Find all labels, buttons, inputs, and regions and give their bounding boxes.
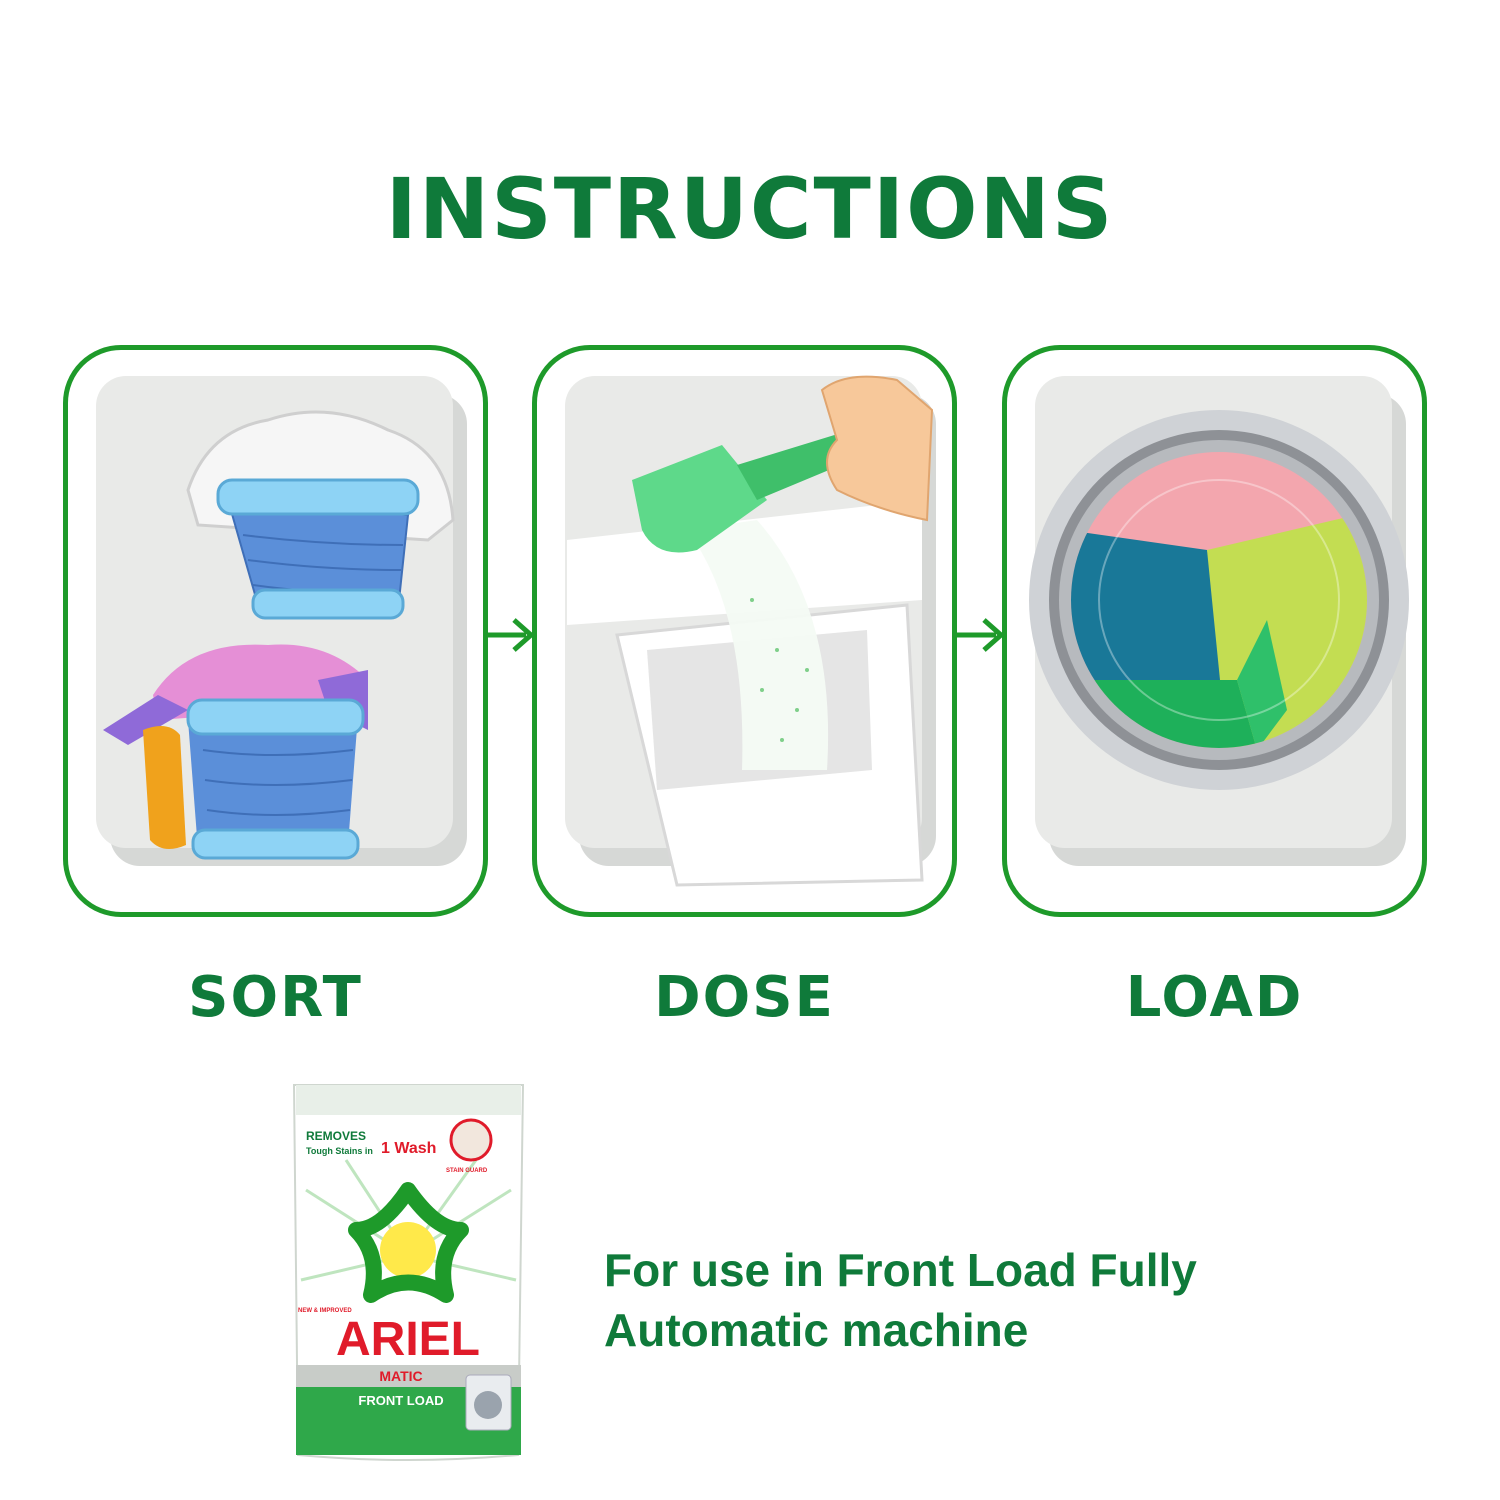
pack-claim-highlight: 1 Wash (381, 1140, 436, 1157)
arrow-right-icon (956, 618, 1005, 652)
pack-tag: NEW & IMPROVED (298, 1308, 352, 1314)
usage-note-line2: Automatic machine (604, 1304, 1029, 1356)
page-title: INSTRUCTIONS (385, 160, 1115, 258)
brand-logo-icon (348, 1182, 469, 1303)
pack-variant: MATIC (379, 1368, 422, 1384)
step-sort-panel (63, 345, 488, 917)
step-label-dose: DOSE (654, 965, 835, 1030)
arrow-right-icon (486, 618, 535, 652)
laundry-basket-icon (103, 410, 455, 860)
pack-type: FRONT LOAD (358, 1393, 443, 1408)
step-load-panel (1002, 345, 1427, 917)
step-dose-panel (532, 345, 957, 917)
usage-note: For use in Front Load Fully Automatic ma… (604, 1240, 1464, 1360)
pack-claim-line2: Tough Stains in (306, 1146, 373, 1156)
pack-badge: STAIN GUARD (446, 1168, 488, 1174)
detergent-scoop-icon (567, 375, 934, 887)
pack-claim-line1: REMOVES (306, 1129, 366, 1143)
washing-machine-drum-icon (1029, 410, 1409, 790)
step-label-load: LOAD (1125, 965, 1304, 1030)
pack-brand: ARIEL (336, 1313, 480, 1366)
usage-note-line1: For use in Front Load Fully (604, 1244, 1197, 1296)
detergent-pack-image: REMOVES Tough Stains in 1 Wash STAIN GUA… (292, 1084, 525, 1461)
step-label-sort: SORT (188, 965, 363, 1030)
